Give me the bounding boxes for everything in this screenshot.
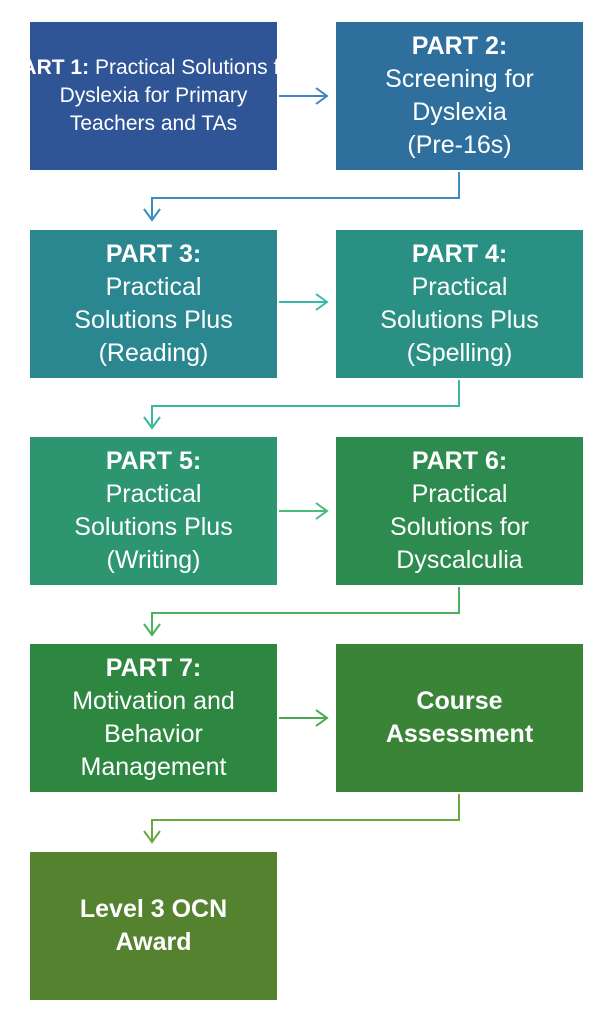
edge-assessment-award bbox=[143, 794, 460, 844]
node-assessment-line-1: Course bbox=[416, 687, 503, 715]
node-part7-label: PART 7: bbox=[105, 654, 202, 682]
node-part6-line-2: Solutions for bbox=[390, 513, 529, 541]
node-part1: PART 1: Practical Solutions for Dyslexia… bbox=[9, 22, 298, 170]
node-part5-label: PART 5: bbox=[105, 447, 202, 475]
node-part6-label: PART 6: bbox=[411, 447, 508, 475]
node-part5-line-2: Solutions Plus bbox=[74, 513, 233, 541]
node-part4-line-1: Practical bbox=[411, 273, 508, 301]
edge-part2-part3 bbox=[143, 172, 460, 222]
node-part7: PART 7: Motivation and Behavior Manageme… bbox=[30, 644, 277, 792]
node-part6-line-1: Practical bbox=[411, 480, 508, 508]
node-part7-line-3: Management bbox=[80, 753, 227, 781]
node-part2-line-3: (Pre-16s) bbox=[407, 131, 512, 159]
edge-part5-part6 bbox=[279, 502, 329, 520]
node-part2-line-2: Dyslexia bbox=[412, 98, 507, 126]
edge-part6-part7 bbox=[143, 587, 460, 637]
node-part3-line-2: Solutions Plus bbox=[74, 306, 233, 334]
node-part1-line-1: Dyslexia for Primary bbox=[59, 84, 248, 107]
node-part7-line-2: Behavior bbox=[104, 720, 203, 748]
node-part4-label: PART 4: bbox=[411, 240, 508, 268]
node-part1-label: PART 1: bbox=[8, 56, 90, 79]
node-assessment-line-2: Assessment bbox=[385, 720, 534, 748]
node-part6-line-3: Dyscalculia bbox=[396, 546, 523, 574]
node-part2-label: PART 2: bbox=[411, 32, 508, 60]
node-part1-line-2: Teachers and TAs bbox=[69, 112, 238, 135]
node-part3: PART 3: Practical Solutions Plus (Readin… bbox=[30, 230, 277, 378]
node-part4: PART 4: Practical Solutions Plus (Spelli… bbox=[336, 230, 583, 378]
node-award-line-1: Level 3 OCN bbox=[79, 895, 228, 923]
node-part1-text: Practical Solutions for bbox=[94, 56, 299, 79]
node-part5-line-1: Practical bbox=[105, 480, 202, 508]
node-part4-line-2: Solutions Plus bbox=[380, 306, 539, 334]
edge-part1-part2 bbox=[279, 87, 329, 105]
node-part2-line-1: Screening for bbox=[385, 65, 534, 93]
edge-part3-part4 bbox=[279, 293, 329, 311]
node-part7-line-1: Motivation and bbox=[72, 687, 235, 715]
node-level3-award: Level 3 OCN Award bbox=[30, 852, 277, 1000]
node-part5-line-3: (Writing) bbox=[106, 546, 201, 574]
node-part3-line-3: (Reading) bbox=[98, 339, 209, 367]
edge-part4-part5 bbox=[143, 380, 460, 430]
node-part3-label: PART 3: bbox=[105, 240, 202, 268]
node-part5: PART 5: Practical Solutions Plus (Writin… bbox=[30, 437, 277, 585]
node-part4-line-3: (Spelling) bbox=[406, 339, 513, 367]
node-part2: PART 2: Screening for Dyslexia (Pre-16s) bbox=[336, 22, 583, 170]
edge-part7-assessment bbox=[279, 709, 329, 727]
node-award-line-2: Award bbox=[115, 928, 192, 956]
node-course-assessment: Course Assessment bbox=[336, 644, 583, 792]
node-part3-line-1: Practical bbox=[105, 273, 202, 301]
node-part6: PART 6: Practical Solutions for Dyscalcu… bbox=[336, 437, 583, 585]
